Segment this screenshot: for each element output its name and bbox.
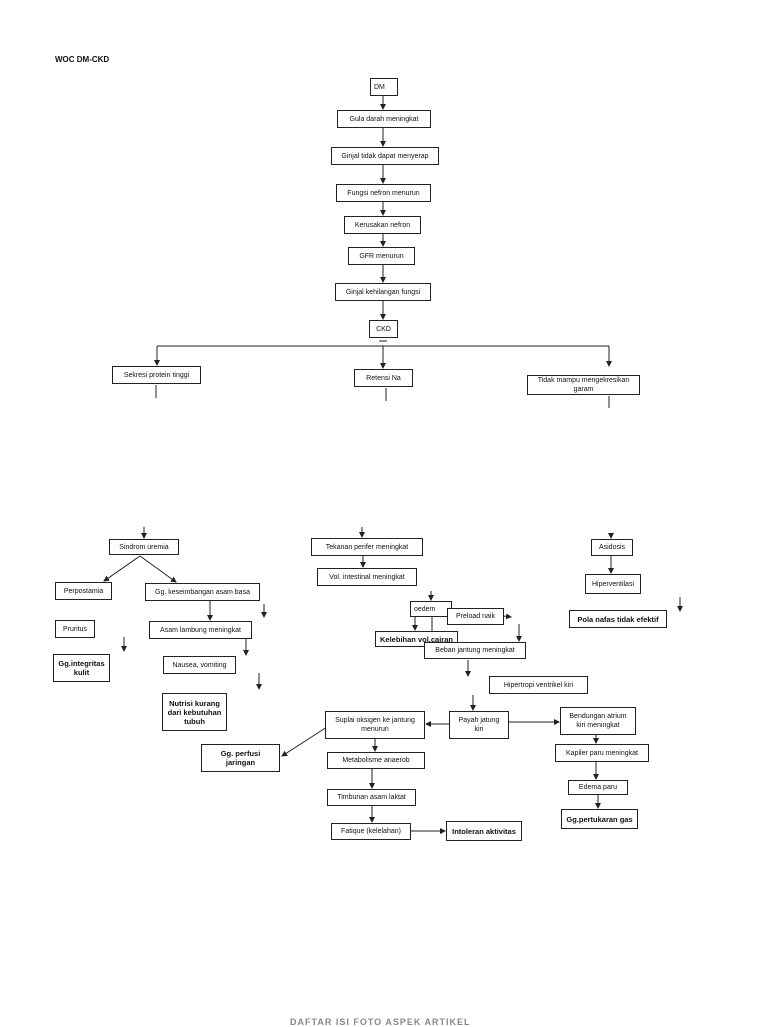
page-title: WOC DM-CKD xyxy=(55,55,110,64)
node-ckd: CKD xyxy=(369,320,398,338)
node-preload-naik: Preload naik xyxy=(447,608,504,625)
node-metabolisme-anaerob: Metabolisme anaerob xyxy=(327,752,425,769)
arrow-sindrom-keseimbangan xyxy=(139,555,177,583)
node-pruritus: Pruritus xyxy=(55,620,95,638)
node-payah-jantung: Payah jatung kiri xyxy=(449,711,509,739)
node-gfr: GFR menurun xyxy=(348,247,415,265)
node-suplai-oksigen: Suplai oksigen ke jantung menurun xyxy=(325,711,425,739)
node-nausea-vomiting: Nausea, vomiting xyxy=(163,656,236,674)
node-hiperventilasi: Hiperventilasi xyxy=(585,574,641,594)
node-beban-jantung: Beban jantung meningkat xyxy=(424,642,526,659)
node-nutrisi-kurang: Nutrisi kurang dari kebutuhan tubuh xyxy=(162,693,227,731)
node-gula-darah: Gula darah meningkat xyxy=(337,110,431,128)
node-vol-intestinal: Vol. intestinal meningkat xyxy=(317,568,417,586)
node-kapiler-paru: Kapiler paru meningkat xyxy=(555,744,649,762)
node-hipertropi: Hipertropi ventrikel kiri xyxy=(489,676,588,694)
node-sindrom-uremia: Sindrom uremia xyxy=(109,539,179,555)
node-timbunan-asam-laktat: Timbunan asam laktat xyxy=(327,789,416,806)
node-bendungan-atrium: Bendungan atrium kiri meningkat xyxy=(560,707,636,735)
node-kerusakan-nefron: Kerusakan nefron xyxy=(344,216,421,234)
node-oedem: oedem xyxy=(410,601,452,617)
page-footer: DAFTAR ISI FOTO ASPEK ARTIKEL xyxy=(290,1017,471,1027)
node-asidosis: Asidosis xyxy=(591,539,633,556)
arrow-suplai-perfusi xyxy=(281,726,328,757)
node-tidak-mampu: Tidak mampu mengekresikan garam xyxy=(527,375,640,395)
node-gg-pertukaran-gas: Gg.pertukaran gas xyxy=(561,809,638,829)
node-gg-integritas-kulit: Gg.integritas kulit xyxy=(53,654,110,682)
node-retensi-na: Retensi Na xyxy=(354,369,413,387)
node-tekanan-perifer: Tekanan perifer meningkat xyxy=(311,538,423,556)
node-pola-nafas: Pola nafas tidak efektif xyxy=(569,610,667,628)
node-perpostamia: Perpostamia xyxy=(55,582,112,600)
node-intoleran-aktivitas: Intoleran aktivitas xyxy=(446,821,522,841)
node-edema-paru: Edema paru xyxy=(568,780,628,795)
node-sekresi-protein: Sekresi protein tinggi xyxy=(112,366,201,384)
node-dm: DM xyxy=(370,78,398,96)
node-ginjal-kehilangan: Ginjal kehilangan fungsi xyxy=(335,283,431,301)
node-gg-keseimbangan: Gg. keseimbangan asam basa xyxy=(145,583,260,601)
node-ginjal-tidak-dapat: Ginjal tidak dapat menyerap xyxy=(331,147,439,165)
node-asam-lambung: Asam lambung meningkat xyxy=(149,621,252,639)
node-fungsi-nefron: Fungsi nefron menurun xyxy=(336,184,431,202)
node-gg-perfusi: Gg. perfusi jaringan xyxy=(201,744,280,772)
arrow-sindrom-perpostamia xyxy=(103,555,141,582)
node-fatique: Fatique (kelelahan) xyxy=(331,823,411,840)
